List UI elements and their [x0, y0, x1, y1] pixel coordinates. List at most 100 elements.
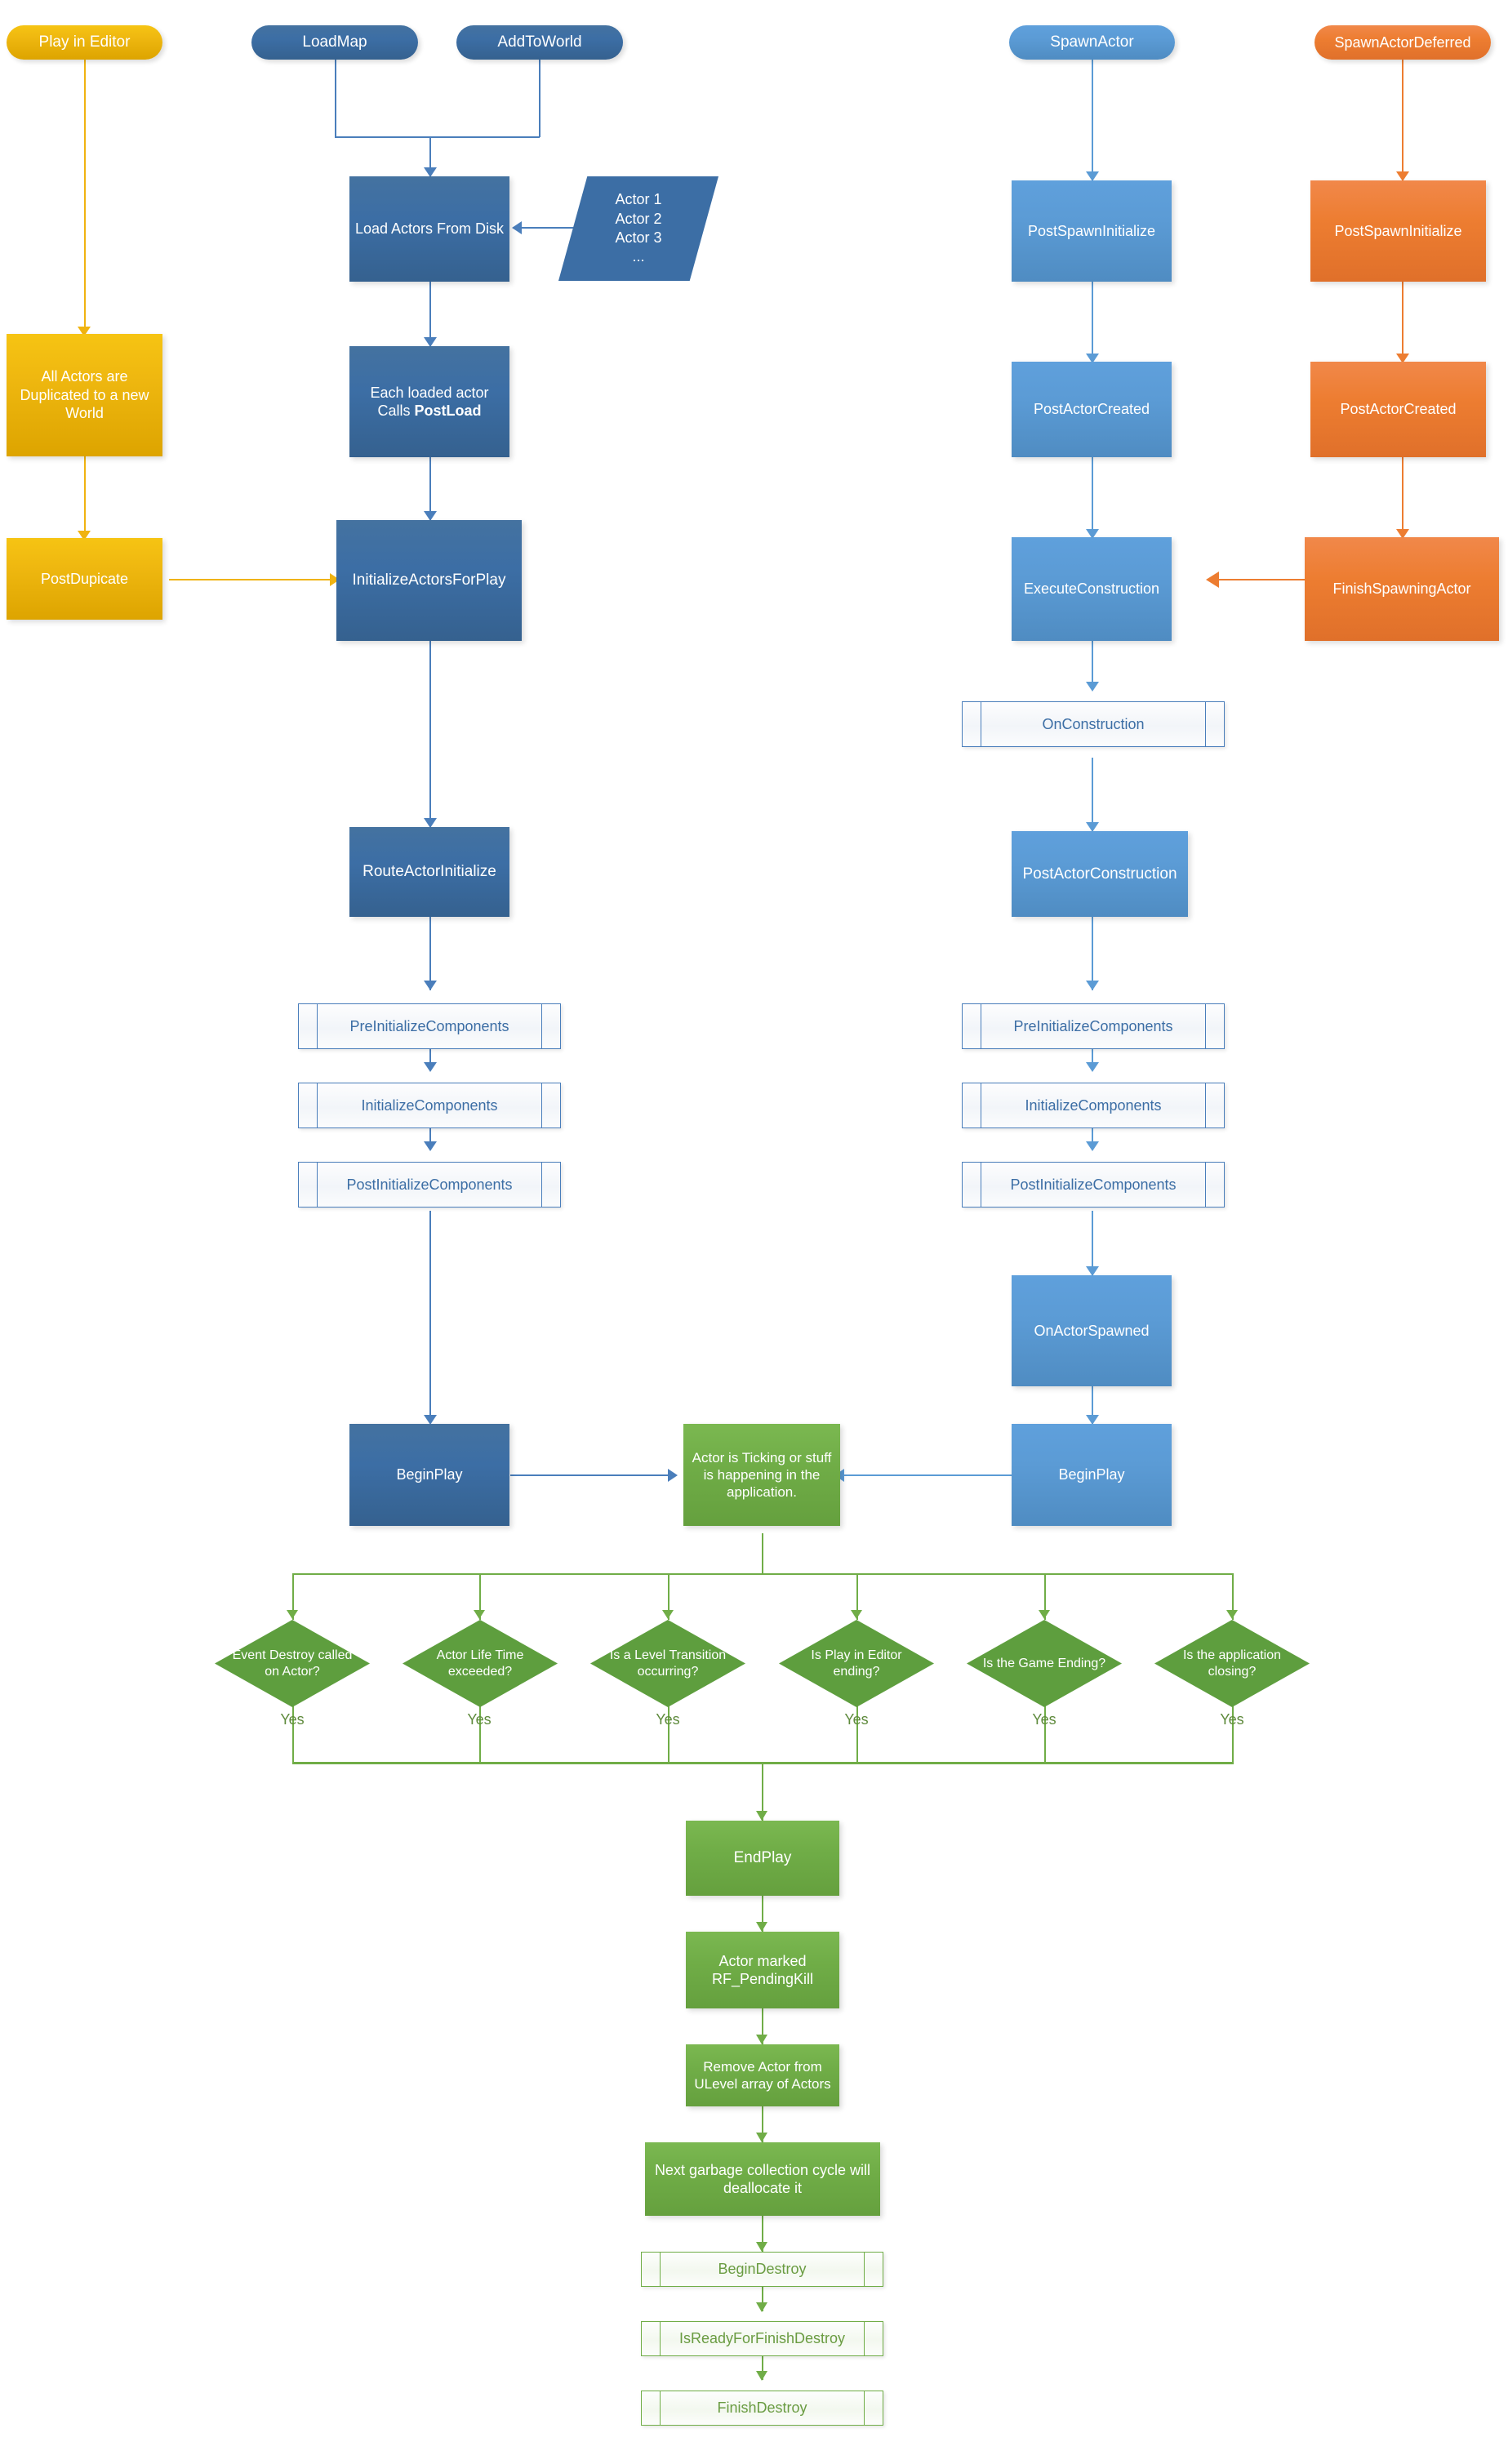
- node-all-actors-duplicated[interactable]: All Actors are Duplicated to a new World: [7, 334, 162, 456]
- data-actor-list[interactable]: Actor 1 Actor 2 Actor 3 ...: [558, 176, 718, 281]
- node-postinitializecomponents-left[interactable]: PostInitializeComponents: [298, 1162, 561, 1208]
- node-isreadyforfinishdestroy-label: IsReadyForFinishDestroy: [678, 2330, 846, 2347]
- arrowhead-preinitializecomponents-right: [1086, 981, 1099, 990]
- connector-bus-to-decision-4: [856, 1573, 858, 1620]
- node-endplay-label: EndPlay: [733, 1849, 792, 1867]
- node-routeactorinitialize[interactable]: RouteActorInitialize: [349, 827, 509, 917]
- node-preinitializecomponents-right[interactable]: PreInitializeComponents: [962, 1003, 1225, 1049]
- node-postspawninitialize-spawn-label: PostSpawnInitialize: [1027, 222, 1156, 239]
- node-finishdestroy[interactable]: FinishDestroy: [641, 2391, 883, 2426]
- start-loadmap[interactable]: LoadMap: [251, 25, 418, 60]
- connector-init-to-postinit-right: [1092, 1128, 1093, 1150]
- node-postdupicate[interactable]: PostDupicate: [7, 538, 162, 620]
- node-onactorspawned[interactable]: OnActorSpawned: [1012, 1275, 1172, 1386]
- arrowhead-isreadyforfinishdestroy: [756, 2302, 767, 2312]
- connector-endplay-to-pendingkill: [762, 1896, 763, 1932]
- node-preinitializecomponents-right-label: PreInitializeComponents: [1013, 1017, 1173, 1034]
- connector-merge-to-loadactors: [429, 136, 431, 176]
- arrowhead-postactorcreated-spawn: [1086, 354, 1099, 363]
- arrowhead-beginplay-left: [424, 1415, 437, 1425]
- decision-play-in-editor-ending[interactable]: Is Play in Editor ending?: [779, 1620, 934, 1707]
- node-postspawninitialize-spawn[interactable]: PostSpawnInitialize: [1012, 180, 1172, 282]
- connector-bus-to-decision-6: [1232, 1573, 1234, 1620]
- decision-level-transition[interactable]: Is a Level Transition occurring?: [590, 1620, 745, 1707]
- connector-postactorconstruction-to-preinit: [1092, 917, 1093, 990]
- edge-label-yes-2: Yes: [467, 1711, 492, 1728]
- arrowhead-routeactorinitialize: [424, 818, 437, 828]
- connector-decision-5-yes: [1044, 1706, 1046, 1763]
- connector-postinit-to-beginplay-left: [429, 1211, 431, 1423]
- node-initializecomponents-right[interactable]: InitializeComponents: [962, 1083, 1225, 1128]
- subroutine-bar-right: [541, 1083, 542, 1127]
- connector-loadmap-down: [335, 59, 336, 137]
- decision-application-closing[interactable]: Is the application closing?: [1154, 1620, 1310, 1707]
- connector-finishspawningactor-to-executeconstruction: [1212, 579, 1309, 580]
- node-onconstruction[interactable]: OnConstruction: [962, 701, 1225, 747]
- arrowhead-decision-3: [662, 1610, 674, 1619]
- node-endplay[interactable]: EndPlay: [686, 1821, 839, 1896]
- subroutine-bar-right: [864, 2322, 865, 2355]
- data-actor-list-line-1: Actor 1: [615, 191, 662, 208]
- node-postinitializecomponents-right[interactable]: PostInitializeComponents: [962, 1162, 1225, 1208]
- node-begindestroy[interactable]: BeginDestroy: [641, 2252, 883, 2287]
- node-postload-bold: PostLoad: [414, 403, 482, 419]
- node-postactorconstruction-label: PostActorConstruction: [1022, 865, 1177, 883]
- node-initializeactorsforplay[interactable]: InitializeActorsForPlay: [336, 520, 522, 641]
- connector-preinit-to-init-right: [1092, 1049, 1093, 1070]
- connector-preinit-to-init-left: [429, 1049, 431, 1070]
- connector-loadmap-addtoworld-merge: [335, 136, 540, 138]
- arrowhead-onconstruction: [1086, 682, 1099, 692]
- decision-actor-life-time-label: Actor Life Time exceeded?: [436, 1648, 524, 1679]
- subroutine-bar-right: [1205, 1004, 1206, 1048]
- connector-bus-to-decision-3: [668, 1573, 669, 1620]
- subroutine-bar-left: [660, 2322, 661, 2355]
- arrowhead-decision-1: [287, 1610, 298, 1619]
- decision-level-transition-label: Is a Level Transition occurring?: [609, 1648, 727, 1679]
- connector-beginplay-left-to-ticking: [510, 1474, 674, 1476]
- connector-ticking-down: [762, 1533, 763, 1574]
- node-executeconstruction[interactable]: ExecuteConstruction: [1012, 537, 1172, 641]
- node-initializecomponents-left[interactable]: InitializeComponents: [298, 1083, 561, 1128]
- node-postspawninitialize-deferred[interactable]: PostSpawnInitialize: [1310, 180, 1486, 282]
- arrowhead-postinitializecomponents-right: [1086, 1141, 1099, 1151]
- arrowhead-ticking-from-left: [668, 1469, 678, 1482]
- arrowhead-initializecomponents-right: [1086, 1062, 1099, 1072]
- decision-actor-life-time[interactable]: Actor Life Time exceeded?: [403, 1620, 558, 1707]
- node-executeconstruction-label: ExecuteConstruction: [1023, 580, 1160, 598]
- node-actor-is-ticking[interactable]: Actor is Ticking or stuff is happening i…: [683, 1424, 840, 1526]
- start-addtoworld[interactable]: AddToWorld: [456, 25, 623, 60]
- subroutine-bar-right: [541, 1004, 542, 1048]
- connector-actorlist-to-loadactors: [518, 227, 600, 229]
- subroutine-bar-right: [541, 1163, 542, 1207]
- node-isreadyforfinishdestroy[interactable]: IsReadyForFinishDestroy: [641, 2321, 883, 2356]
- start-spawnactor[interactable]: SpawnActor: [1009, 25, 1175, 60]
- arrowhead-executeconstruction-from-orange: [1206, 572, 1219, 588]
- arrowhead-decision-6: [1226, 1610, 1238, 1619]
- arrowhead-loadactorsfromdisk: [424, 167, 437, 177]
- node-load-actors-from-disk[interactable]: Load Actors From Disk: [349, 176, 509, 282]
- node-beginplay-right[interactable]: BeginPlay: [1012, 1424, 1172, 1526]
- node-postactorcreated-spawn[interactable]: PostActorCreated: [1012, 362, 1172, 457]
- node-preinitializecomponents-left[interactable]: PreInitializeComponents: [298, 1003, 561, 1049]
- subroutine-bar-left: [660, 2391, 661, 2425]
- start-spawnactordeferred[interactable]: SpawnActorDeferred: [1314, 25, 1491, 60]
- node-next-garbage-collection[interactable]: Next garbage collection cycle will deall…: [645, 2142, 880, 2216]
- connector-init-to-postinit-left: [429, 1128, 431, 1150]
- start-play-in-editor[interactable]: Play in Editor: [7, 25, 162, 60]
- node-postactorcreated-deferred[interactable]: PostActorCreated: [1310, 362, 1486, 457]
- decision-game-ending[interactable]: Is the Game Ending?: [967, 1620, 1122, 1707]
- decision-event-destroy[interactable]: Event Destroy called on Actor?: [215, 1620, 370, 1707]
- node-beginplay-left[interactable]: BeginPlay: [349, 1424, 509, 1526]
- data-actor-list-line-3: Actor 3: [615, 229, 662, 246]
- node-actor-is-ticking-label: Actor is Ticking or stuff is happening i…: [692, 1449, 832, 1501]
- data-actor-list-shape: [558, 176, 718, 281]
- node-finishspawningactor[interactable]: FinishSpawningActor: [1305, 537, 1499, 641]
- node-remove-actor-from-ulevel-label: Remove Actor from ULevel array of Actors: [694, 2058, 831, 2092]
- node-actor-marked-pendingkill[interactable]: Actor marked RF_PendingKill: [686, 1932, 839, 2008]
- start-spawnactordeferred-label: SpawnActorDeferred: [1334, 33, 1471, 51]
- node-postactorconstruction[interactable]: PostActorConstruction: [1012, 831, 1188, 917]
- node-finishspawningactor-label: FinishSpawningActor: [1332, 580, 1471, 598]
- node-each-loaded-actor-calls-postload[interactable]: Each loaded actor Calls PostLoad: [349, 346, 509, 457]
- node-remove-actor-from-ulevel[interactable]: Remove Actor from ULevel array of Actors: [686, 2044, 839, 2106]
